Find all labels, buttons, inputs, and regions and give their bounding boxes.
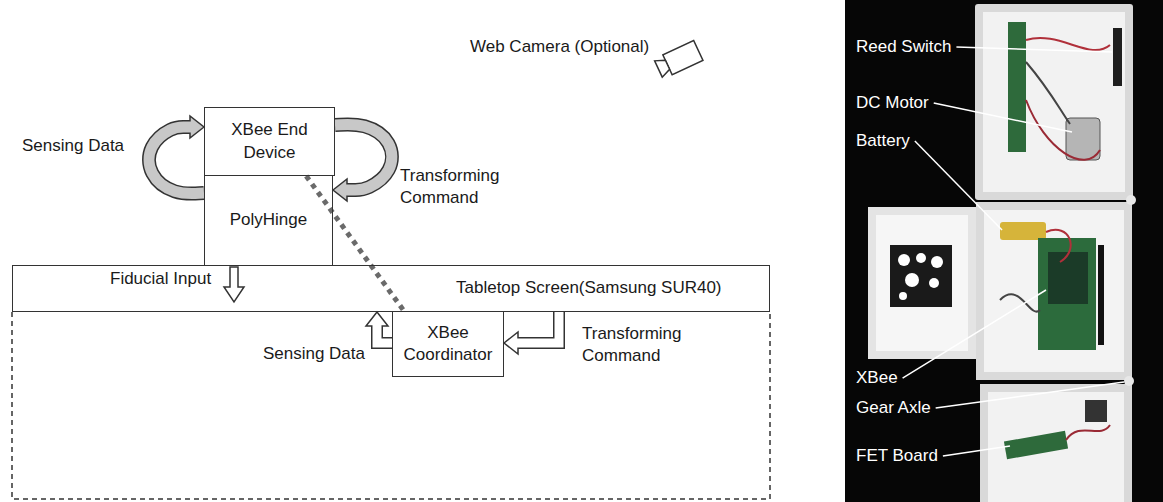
connector	[366, 312, 392, 343]
circuit-board	[1008, 22, 1026, 152]
wireless-link	[306, 176, 404, 311]
arrow-outline	[518, 312, 559, 343]
signal-label: Sensing Data	[22, 135, 124, 157]
motor-mount	[1085, 400, 1107, 422]
device-box: XBee End Device	[204, 107, 335, 176]
part-label: Battery	[856, 130, 910, 152]
photo-background	[845, 0, 1163, 502]
leader-line	[915, 141, 1002, 230]
arrow-body	[335, 124, 392, 190]
part-label: XBee	[856, 367, 898, 389]
gear-axle	[1124, 376, 1134, 386]
part-label: FET Board	[856, 445, 938, 467]
fiducial-dot	[931, 256, 943, 268]
part-label: Gear Axle	[856, 397, 931, 419]
arrow-body	[149, 127, 204, 194]
signal-label: Transforming Command	[582, 323, 700, 367]
fiducial-marker	[890, 245, 952, 307]
hardware-photo	[845, 0, 1163, 502]
leader-line	[936, 382, 1124, 408]
leader-line	[943, 446, 1010, 456]
module-interior	[988, 392, 1124, 502]
camera-icon	[654, 40, 703, 79]
box-text: Tabletop Screen(Samsung SUR40)	[456, 277, 722, 299]
fet-board	[1004, 431, 1068, 459]
leader-line	[903, 290, 1046, 378]
battery	[1000, 222, 1046, 240]
signal-label: Fiducial Input	[110, 268, 211, 290]
connector	[149, 116, 204, 194]
wire	[1026, 38, 1110, 50]
arrow-body	[377, 323, 392, 343]
fiducial-dot	[929, 278, 939, 288]
fiducial-dot	[905, 273, 919, 287]
fiducial-dot	[899, 292, 907, 300]
dc-motor	[1066, 118, 1100, 160]
leader-line	[956, 47, 1112, 52]
box-text: XBee End Device	[210, 119, 329, 163]
module-housing	[976, 202, 1132, 380]
signal-label: Transforming Command	[400, 165, 518, 209]
signal-label: Sensing Data	[245, 343, 365, 365]
module-lid-inner	[876, 215, 968, 351]
pin-header	[1098, 245, 1104, 345]
tabletop-body-outline	[12, 312, 770, 499]
box-text: XBee Coordinator	[398, 322, 498, 366]
reed-switch	[1113, 28, 1122, 86]
arrow-outline	[149, 127, 204, 194]
module-housing	[980, 384, 1132, 502]
wire	[1066, 425, 1110, 440]
device-box: PolyHinge	[204, 175, 333, 266]
leader-line	[934, 103, 1072, 132]
module-lid	[868, 207, 976, 359]
module-interior	[983, 12, 1125, 192]
part-label: Reed Switch	[856, 36, 951, 58]
module-interior	[984, 210, 1124, 372]
arrow-body	[515, 312, 559, 343]
connector	[504, 312, 559, 354]
fiducial-dot	[898, 254, 910, 266]
part-label: DC Motor	[856, 92, 929, 114]
fiducial-dot	[916, 253, 926, 263]
xbee-module	[1048, 252, 1088, 304]
fiducial-arrow	[224, 267, 244, 302]
device-box: XBee Coordinator	[392, 311, 504, 377]
wire	[1046, 230, 1071, 262]
camera-lens	[655, 57, 672, 78]
connector	[306, 176, 404, 311]
arrow-outline	[335, 124, 392, 190]
module-housing	[975, 4, 1133, 200]
box-text: PolyHinge	[230, 209, 308, 231]
device-label: Web Camera (Optional)	[470, 36, 649, 58]
gear-axle	[1126, 195, 1136, 205]
connector	[333, 124, 392, 201]
